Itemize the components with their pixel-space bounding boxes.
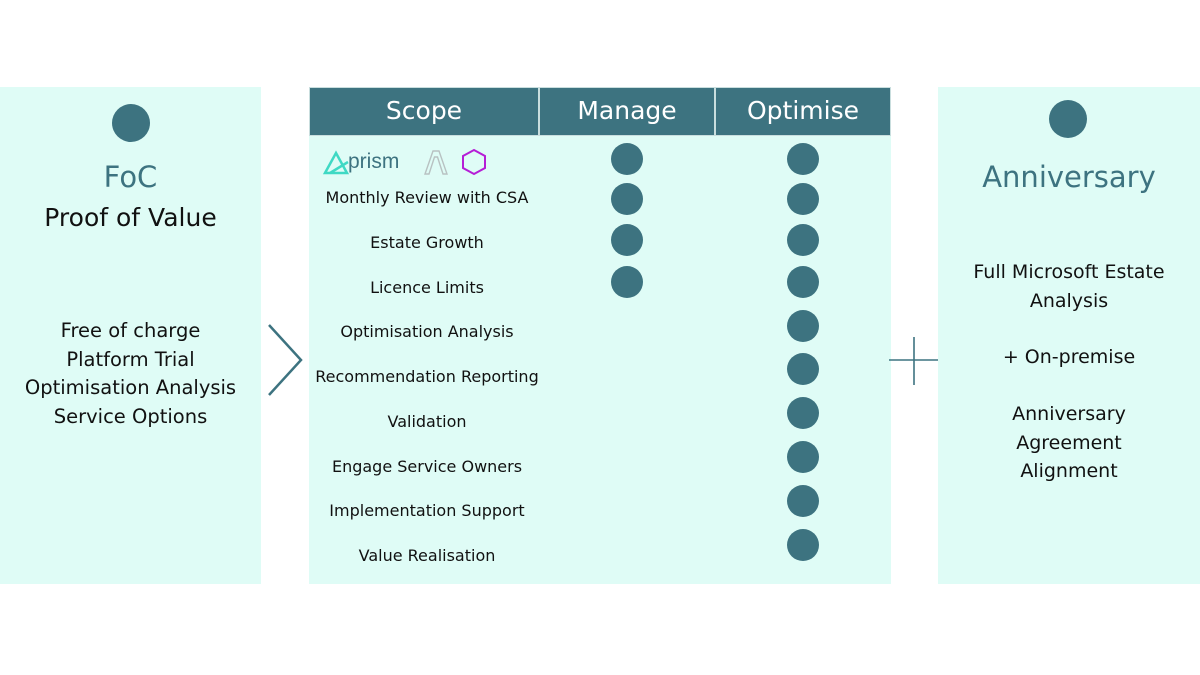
anniversary-panel: Anniversary Full Microsoft Estate Analys… — [938, 87, 1200, 584]
text-line: Alignment — [1020, 460, 1118, 482]
optimise-included-dot — [787, 485, 819, 517]
foc-dot-icon — [112, 104, 150, 142]
anniversary-dot-icon — [1049, 100, 1087, 138]
scope-row-label: Value Realisation — [358, 546, 496, 565]
foc-item: Free of charge — [60, 319, 201, 342]
estate-analysis-item: Full Microsoft Estate Analysis — [938, 258, 1200, 315]
scope-row-label: Implementation Support — [329, 501, 525, 520]
optimise-header: Optimise — [715, 87, 891, 136]
optimise-included-dot — [787, 353, 819, 385]
foc-item: Optimisation Analysis — [24, 376, 237, 399]
manage-included-dot — [611, 183, 643, 215]
foc-panel: FoC Proof of Value Free of charge Platfo… — [0, 87, 261, 584]
manage-header: Manage — [539, 87, 715, 136]
prism-logo: prism — [322, 150, 399, 175]
scope-row-label: Engage Service Owners — [331, 457, 523, 476]
product-logos: prism — [322, 147, 492, 177]
scope-row-label: Optimisation Analysis — [340, 322, 514, 341]
text-line: Analysis — [1029, 289, 1109, 312]
text-line: Agreement — [1016, 431, 1122, 454]
optimise-included-dot — [787, 441, 819, 473]
optimise-included-dot — [787, 397, 819, 429]
chevron-right-icon — [268, 324, 303, 396]
scope-row-label: Estate Growth — [370, 233, 484, 252]
scope-row-label: Validation — [387, 412, 467, 431]
on-premise-item: + On-premise — [1002, 346, 1136, 368]
text-line: Full Microsoft Estate — [973, 261, 1165, 283]
foc-items: Free of charge Platform Trial Optimisati… — [0, 317, 261, 431]
manage-included-dot — [611, 224, 643, 256]
optimise-included-dot — [787, 143, 819, 175]
proof-of-value-title: Proof of Value — [44, 203, 217, 232]
scope-row-label: Monthly Review with CSA — [325, 188, 529, 207]
foc-item: Platform Trial — [66, 347, 195, 371]
prism-logo-text: prism — [348, 150, 399, 173]
outline-a-logo-icon — [424, 150, 448, 175]
scope-header: Scope — [309, 87, 539, 136]
optimise-included-dot — [787, 183, 819, 215]
anniversary-alignment-item: Anniversary Agreement Alignment — [938, 400, 1200, 486]
optimise-included-dot — [787, 266, 819, 298]
scope-row-label: Recommendation Reporting — [315, 367, 539, 386]
manage-included-dot — [611, 143, 643, 175]
optimise-included-dot — [787, 310, 819, 342]
service-matrix: Scope Manage Optimise prism Monthly Revi… — [309, 87, 891, 584]
anniversary-title: Anniversary — [982, 160, 1156, 194]
optimise-included-dot — [787, 529, 819, 561]
scope-row-label: Licence Limits — [370, 278, 484, 297]
manage-included-dot — [611, 266, 643, 298]
plus-icon — [889, 337, 939, 385]
optimise-included-dot — [787, 224, 819, 256]
foc-item: Service Options — [53, 404, 208, 428]
foc-title: FoC — [103, 160, 158, 194]
hexagon-logo-icon — [462, 148, 486, 176]
text-line: Anniversary — [1012, 403, 1126, 425]
